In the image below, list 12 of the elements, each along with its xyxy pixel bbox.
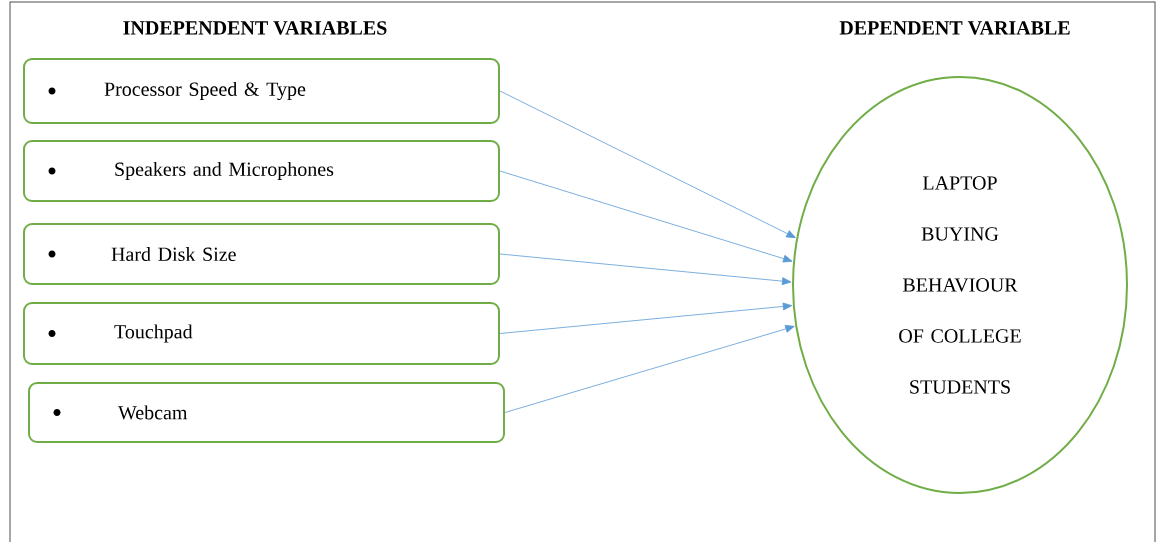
arrow	[504, 325, 795, 413]
variable-box: Hard Disk Size	[23, 223, 500, 285]
variable-box: Touchpad	[23, 302, 500, 365]
variable-box: Speakers and Microphones	[23, 140, 500, 202]
arrow	[499, 253, 792, 286]
heading: INDEPENDENT VARIABLES	[123, 21, 387, 35]
arrow	[499, 302, 793, 334]
variable-box: Processor Speed & Type	[23, 58, 500, 124]
heading: DEPENDENT VARIABLE	[839, 21, 1070, 35]
arrow	[499, 170, 793, 263]
variable-box: Webcam	[28, 382, 505, 443]
arrow	[499, 90, 796, 238]
